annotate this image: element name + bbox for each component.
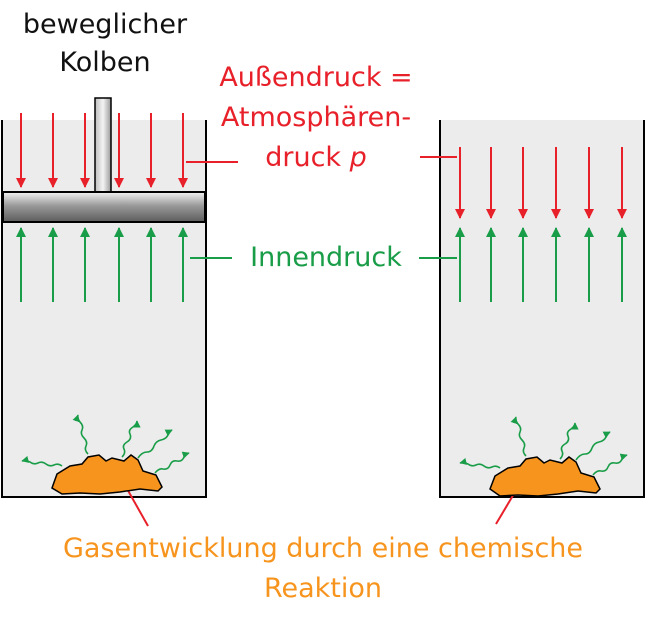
reaction-leader-left xyxy=(125,486,149,527)
external-pressure-label-line1: Außendruck = xyxy=(219,62,413,93)
gas-evolution-caption-line1: Gasentwicklung durch eine chemische xyxy=(62,533,584,564)
right-gas-arrows xyxy=(459,416,628,476)
left-gas-arrows xyxy=(21,414,190,474)
external-pressure-label: Außendruck = Atmosphären- druck p xyxy=(196,58,436,178)
piston-icon xyxy=(2,97,206,223)
wavy-arrow-icon xyxy=(459,457,501,469)
external-pressure-label-text: druck xyxy=(265,142,350,173)
piston-plate xyxy=(2,191,206,223)
wavy-arrow-icon xyxy=(137,429,173,459)
wavy-arrow-icon xyxy=(592,453,628,476)
piston-label-line2: Kolben xyxy=(59,47,151,78)
right-external-pressure-arrows xyxy=(455,147,627,219)
wavy-arrow-icon xyxy=(72,414,89,455)
gas-evolution-caption: Gasentwicklung durch eine chemische Reak… xyxy=(0,529,646,609)
wavy-arrow-icon xyxy=(121,420,141,458)
rock-icon xyxy=(489,456,601,497)
piston-label: beweglicher Kolben xyxy=(0,6,210,82)
wavy-arrow-icon xyxy=(575,431,611,461)
wavy-arrow-icon xyxy=(21,455,63,467)
rock-icon xyxy=(51,454,163,495)
left-cylinder-outline xyxy=(1,120,207,498)
right-cylinder-outline xyxy=(439,120,645,498)
external-pressure-label-line2: Atmosphären- xyxy=(220,102,412,133)
wavy-arrow-icon xyxy=(510,416,527,457)
piston-rod xyxy=(94,97,112,195)
external-pressure-label-line3: druck p xyxy=(196,138,436,178)
internal-pressure-label: Innendruck xyxy=(250,242,402,273)
right-cylinder-body xyxy=(440,120,644,497)
pressure-variable: p xyxy=(349,142,367,173)
left-external-pressure-arrows xyxy=(16,113,188,188)
gas-evolution-caption-line2: Reaktion xyxy=(263,573,383,604)
wavy-arrow-icon xyxy=(154,451,190,474)
right-internal-pressure-arrows xyxy=(455,227,627,302)
piston-label-line1: beweglicher xyxy=(22,9,188,40)
wavy-arrow-icon xyxy=(559,422,579,460)
left-internal-pressure-arrows xyxy=(16,227,188,302)
right-cylinder xyxy=(439,120,645,498)
